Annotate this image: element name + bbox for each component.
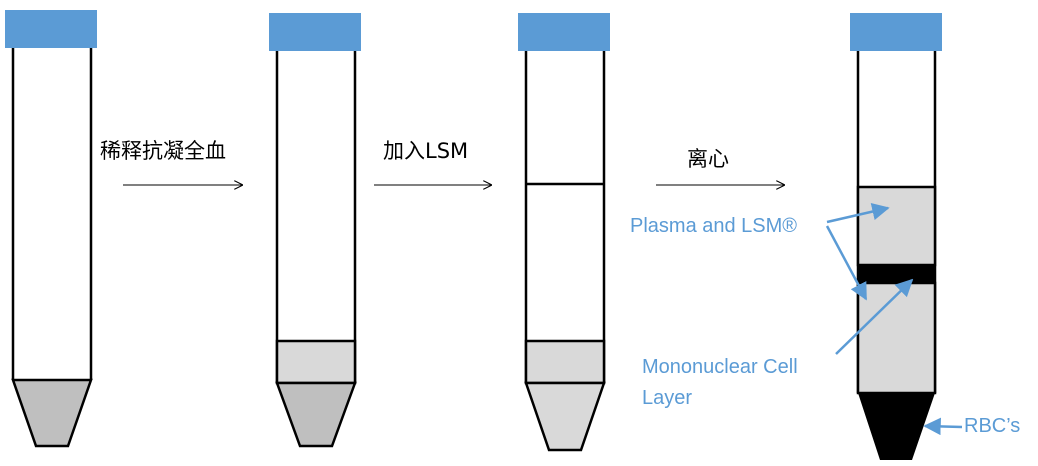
tube-3-outline — [524, 51, 606, 383]
plasma-annotation: Plasma and LSM® — [630, 215, 797, 237]
mononuclear-annotation-line1: Mononuclear Cell — [642, 356, 798, 378]
tube-2-cap — [269, 13, 361, 51]
step-3-label: 离心 — [687, 147, 729, 171]
tube-4-lsm-layer — [856, 281, 937, 395]
tube-1-outline — [11, 48, 93, 380]
tube-4-plasma-layer — [856, 185, 937, 267]
tube-3 — [518, 13, 610, 452]
tube-2 — [269, 13, 361, 448]
tube-1-bottom-fill — [11, 378, 93, 448]
tube-4-rbc-pellet — [858, 393, 935, 460]
tube-2-bottom-fill — [275, 381, 357, 448]
step-2-label: 加入LSM — [383, 139, 468, 163]
tube-4 — [850, 13, 942, 460]
plasma-arrow-lower — [825, 225, 868, 301]
mononuclear-arrow — [835, 278, 914, 355]
tube-1 — [5, 10, 97, 448]
step-1-label: 稀释抗凝全血 — [100, 139, 226, 163]
tube-3-cap — [518, 13, 610, 51]
mononuclear-annotation-line2: Layer — [642, 387, 692, 409]
tube-3-bottom-fill — [524, 381, 606, 452]
tube-4-cap — [850, 13, 942, 51]
tube-4-mononuclear-band — [858, 265, 935, 283]
tube-3-lower-layer — [524, 339, 606, 385]
tube-2-diluted-layer — [275, 339, 357, 385]
rbc-annotation: RBC’s — [964, 415, 1020, 437]
plasma-arrow-upper — [826, 202, 890, 224]
rbc-arrow — [923, 417, 963, 436]
tube-1-cap — [5, 10, 97, 48]
tube-2-outline — [275, 51, 357, 383]
